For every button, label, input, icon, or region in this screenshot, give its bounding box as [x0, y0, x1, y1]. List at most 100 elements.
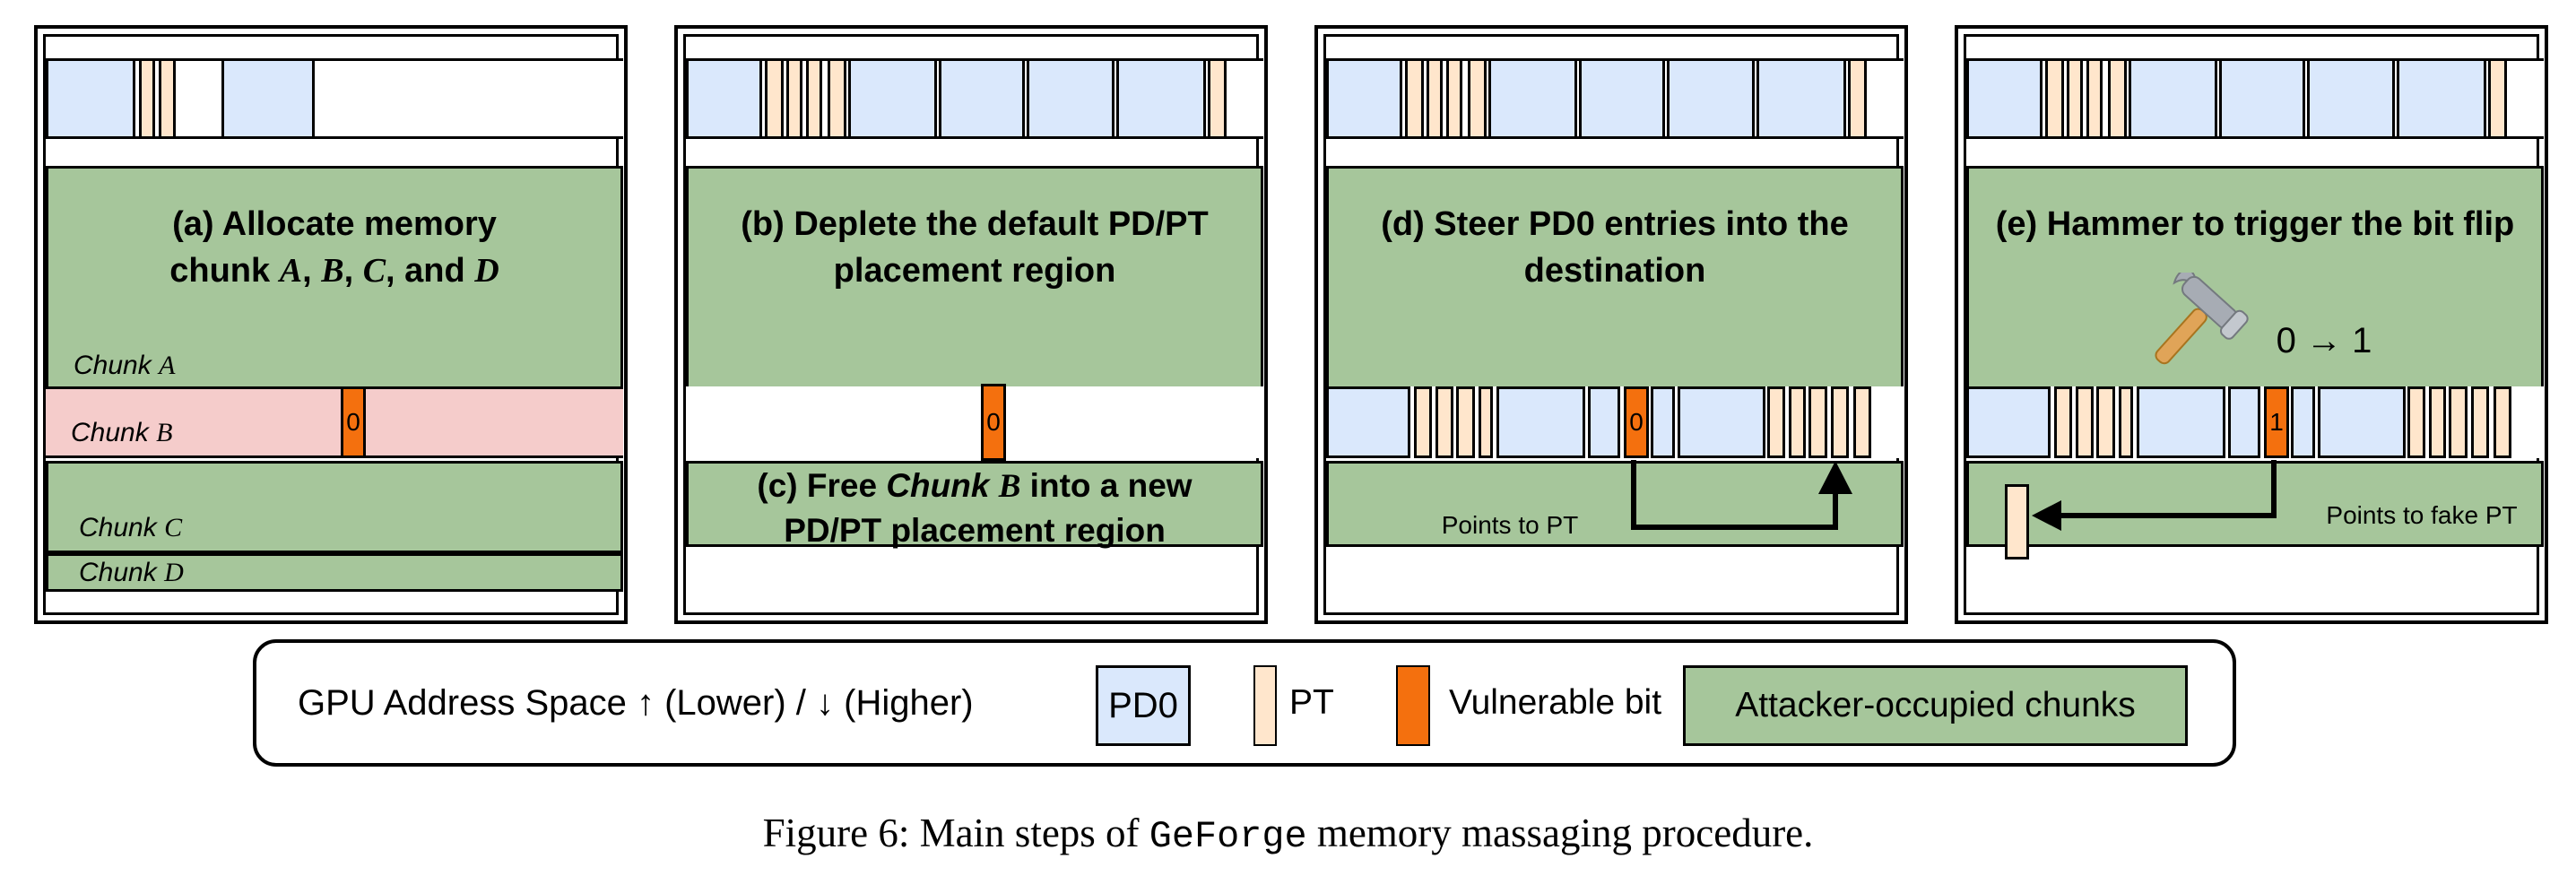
chunk-a-label: Chunk A [74, 351, 175, 381]
pd0-box [46, 58, 135, 139]
pt-box [1767, 386, 1785, 458]
text-segment: placement region [833, 252, 1116, 290]
chunk-b-label: Chunk B [71, 418, 172, 448]
panel-d-destination-row: 0 [1326, 386, 1904, 458]
pd0-box [2307, 58, 2395, 139]
pt-box [1808, 386, 1827, 458]
figure-caption: Figure 6: Main steps of GeForge memory m… [0, 810, 2576, 858]
legend-pd0-swatch: PD0 [1096, 665, 1191, 746]
step-e-title: (e) Hammer to trigger the bit flip [1969, 169, 2541, 247]
pd0-box [848, 58, 937, 139]
vulnerable-bit-box: 0 [1624, 386, 1649, 458]
points-to-fake-pt-label: Points to fake PT [2326, 501, 2518, 529]
chunk-c-label: Chunk C [79, 513, 182, 543]
text-segment: Chunk [886, 467, 999, 504]
text-segment: Figure 6: Main steps of [762, 811, 1149, 855]
text-segment: , and [386, 252, 475, 290]
pt-box [1789, 386, 1806, 458]
pd0-box [1326, 386, 1410, 458]
pd0-box [221, 58, 315, 139]
pd0-box [1651, 386, 1675, 458]
text-segment: C [164, 513, 183, 542]
pt-box [1831, 386, 1849, 458]
pt-box [2429, 386, 2446, 458]
gpu-address-space-label: GPU Address Space ↑ (Lower) / ↓ (Higher) [298, 682, 974, 723]
bit-flip-label: 0 → 1 [2276, 321, 2372, 360]
step-e-region: (e) Hammer to trigger the bit flip [1966, 166, 2544, 389]
pd0-box [2318, 386, 2406, 458]
hammer-icon [2142, 268, 2250, 378]
text-segment: D [164, 558, 184, 587]
text-segment: D [474, 252, 499, 290]
pd0-box [1756, 58, 1846, 139]
pd0-box [939, 58, 1025, 139]
text-segment: memory massaging procedure. [1306, 811, 1814, 855]
vulnerable-bit-box: 1 [2264, 386, 2289, 458]
pd0-box [2129, 58, 2217, 139]
fake-pt-box [2005, 484, 2029, 559]
pt-box [2471, 386, 2489, 458]
vulnerable-bit-box: 0 [341, 386, 366, 458]
pd0-box [2228, 386, 2260, 458]
pt-box [2086, 58, 2103, 139]
pt-box [2494, 386, 2511, 458]
pd0-box [1966, 386, 2051, 458]
pt-box [1853, 386, 1871, 458]
pt-box [2045, 58, 2064, 139]
text-segment: (d) Steer PD0 entries into the [1381, 205, 1849, 243]
text-segment: Chunk [74, 351, 160, 380]
pd0-box [1966, 58, 2043, 139]
points-to-pt-label: Points to PT [1441, 511, 1579, 539]
pt-box [1446, 58, 1462, 139]
text-segment: , [302, 252, 322, 290]
text-segment: Chunk [79, 513, 165, 542]
text-segment: B [998, 468, 1021, 505]
pd0-box [1027, 58, 1115, 139]
text-segment: A [159, 351, 176, 380]
text-segment: Chunk [71, 418, 157, 447]
pd0-box [1678, 386, 1765, 458]
panel-b-freed-row: 0 [686, 384, 1263, 461]
legend-vulnerable-bit-label: Vulnerable bit [1449, 683, 1662, 722]
pd0-box [1588, 386, 1620, 458]
panel-d-address-row-top [1326, 58, 1904, 139]
panel-e-address-row-top [1966, 58, 2544, 139]
text-segment: A [279, 252, 303, 290]
pt-box [2076, 386, 2094, 458]
pd0-box [1667, 58, 1755, 139]
panel-b-address-row-top [686, 58, 1263, 139]
text-segment: (c) Free [757, 467, 887, 504]
legend-vulnerable-bit-swatch [1396, 665, 1430, 746]
text-segment: into a new [1020, 467, 1193, 504]
legend-pt-label: PT [1289, 683, 1334, 722]
pt-box [1479, 386, 1493, 458]
panel-e-destination-row: 1 [1966, 386, 2544, 458]
text-segment: (e) Hammer to trigger the bit flip [1995, 205, 2515, 243]
legend-pt-swatch [1253, 665, 1277, 746]
pt-box [2108, 58, 2127, 139]
pt-box [2488, 58, 2507, 139]
chunk-d-label: Chunk D [79, 558, 184, 588]
pt-box [1456, 386, 1475, 458]
pd0-box [2219, 58, 2305, 139]
pt-box [2449, 386, 2468, 458]
pd0-box [1488, 58, 1577, 139]
pt-box [159, 58, 176, 139]
text-segment: C [362, 252, 386, 290]
text-segment: B [156, 418, 173, 447]
legend-attacker-chunks-swatch: Attacker-occupied chunks [1683, 665, 2188, 746]
pt-box [2407, 386, 2425, 458]
pt-box [2119, 386, 2133, 458]
text-segment: GeForge [1149, 815, 1307, 858]
pd0-box [1116, 58, 1206, 139]
pt-box [2054, 386, 2072, 458]
